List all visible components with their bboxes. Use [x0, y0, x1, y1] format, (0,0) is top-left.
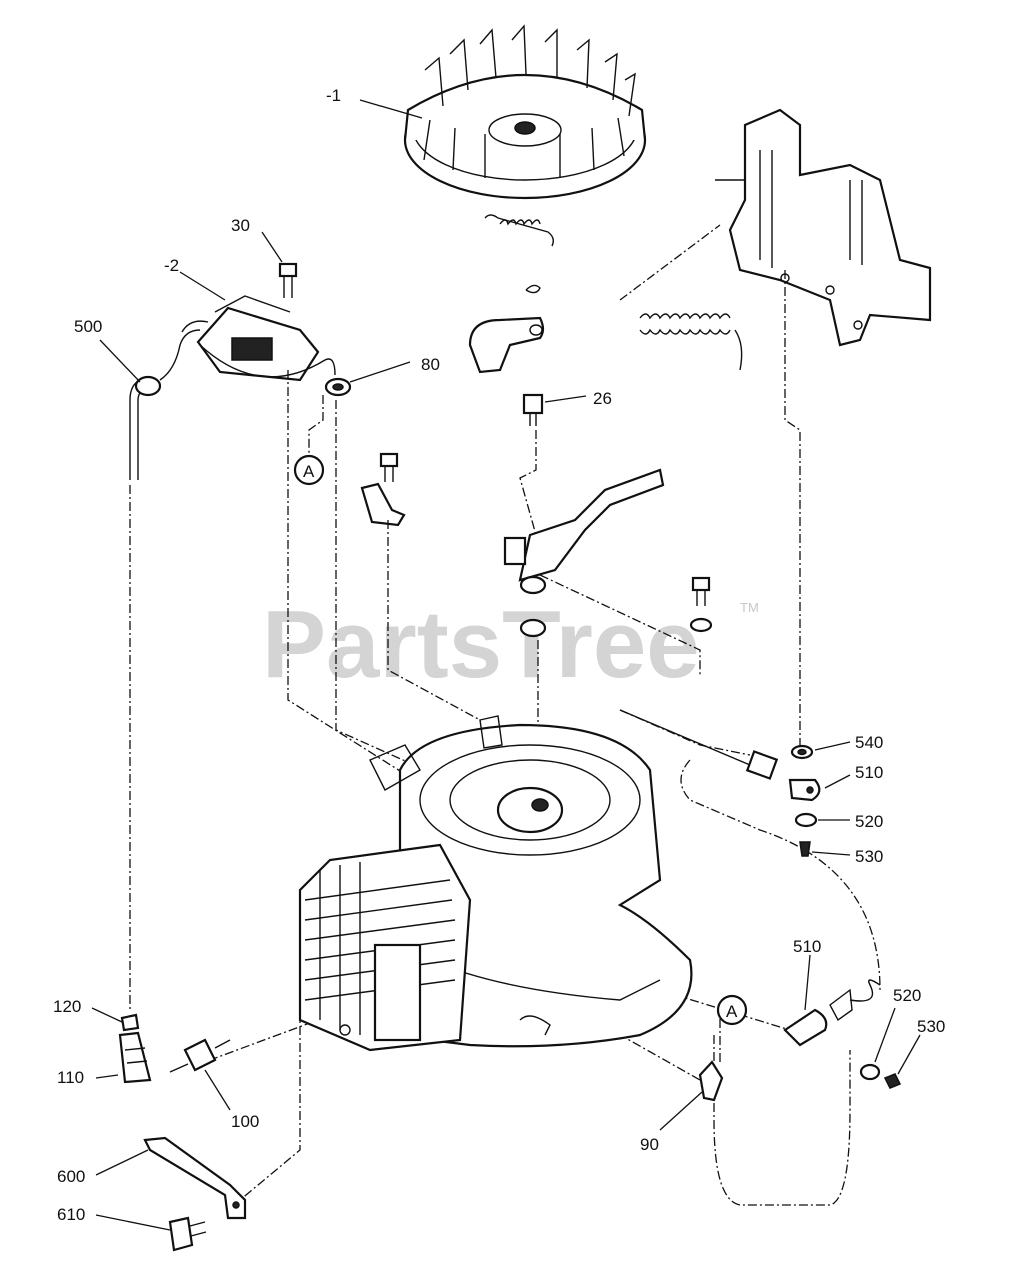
governor-spring-part[interactable] [484, 214, 555, 247]
spring-part[interactable] [639, 313, 743, 371]
callout-a-top[interactable]: A [303, 462, 315, 481]
callout-26[interactable]: 26 [593, 389, 612, 408]
callout-520-lower[interactable]: 520 [893, 986, 921, 1005]
watermark-tm: TM [740, 600, 759, 615]
control-bracket-part[interactable] [715, 108, 932, 347]
callout-510-lower[interactable]: 510 [793, 937, 821, 956]
reference-a-bottom [716, 994, 748, 1026]
callout-100[interactable]: 100 [231, 1112, 259, 1131]
washer-540-part[interactable] [790, 744, 814, 760]
callout-90[interactable]: 90 [640, 1135, 659, 1154]
clip-120-part[interactable] [120, 1013, 140, 1032]
bolt-washer-part[interactable] [689, 576, 713, 633]
wire-500-part[interactable] [129, 329, 201, 480]
terminal-510a-part[interactable] [788, 778, 821, 802]
callout-120[interactable]: 120 [53, 997, 81, 1016]
callout-600[interactable]: 600 [57, 1167, 85, 1186]
washer-520a-part[interactable] [794, 812, 818, 828]
spark-plug-100-part[interactable] [169, 1038, 231, 1073]
clamp-90-part[interactable] [698, 1060, 724, 1102]
washer-520b-part[interactable] [859, 1063, 881, 1081]
screw-610-part[interactable] [168, 1216, 207, 1252]
terminal-510b-part[interactable] [783, 979, 881, 1047]
callout-500[interactable]: 500 [74, 317, 102, 336]
brake-part[interactable] [468, 316, 545, 374]
callout-80[interactable]: 80 [421, 355, 440, 374]
stud-26-part[interactable] [522, 393, 544, 426]
callout-520-upper[interactable]: 520 [855, 812, 883, 831]
bolt-part[interactable] [379, 452, 399, 482]
callout-510-upper[interactable]: 510 [855, 763, 883, 782]
stop-cable-part[interactable] [619, 709, 779, 780]
bracket-part[interactable] [360, 482, 406, 527]
control-lever-part[interactable] [503, 468, 665, 638]
clip-part[interactable] [525, 284, 541, 294]
callout-110[interactable]: 110 [57, 1068, 84, 1087]
callout--1[interactable]: -1 [326, 86, 341, 105]
callout-530-upper[interactable]: 530 [855, 847, 883, 866]
armature-part[interactable] [181, 295, 336, 382]
callout-a-bottom[interactable]: A [726, 1002, 738, 1021]
callout-530-lower[interactable]: 530 [917, 1017, 945, 1036]
callout--2[interactable]: -2 [164, 256, 179, 275]
screw-530a-part[interactable] [799, 841, 811, 857]
screw-530b-part[interactable] [883, 1073, 902, 1089]
callout-30[interactable]: 30 [231, 216, 250, 235]
grommet-80-part[interactable] [324, 377, 352, 397]
callout-610[interactable]: 610 [57, 1205, 85, 1224]
spark-plug-boot-110-part[interactable] [118, 1031, 152, 1084]
flywheel-part[interactable] [403, 24, 647, 200]
callout-540[interactable]: 540 [855, 733, 883, 752]
bracket-600-part[interactable] [143, 1136, 247, 1220]
cylinder-part[interactable] [298, 843, 472, 1052]
watermark: PartsTree [262, 591, 700, 698]
bolt-30-part[interactable] [278, 262, 298, 298]
engine-block-part[interactable] [369, 715, 693, 1048]
